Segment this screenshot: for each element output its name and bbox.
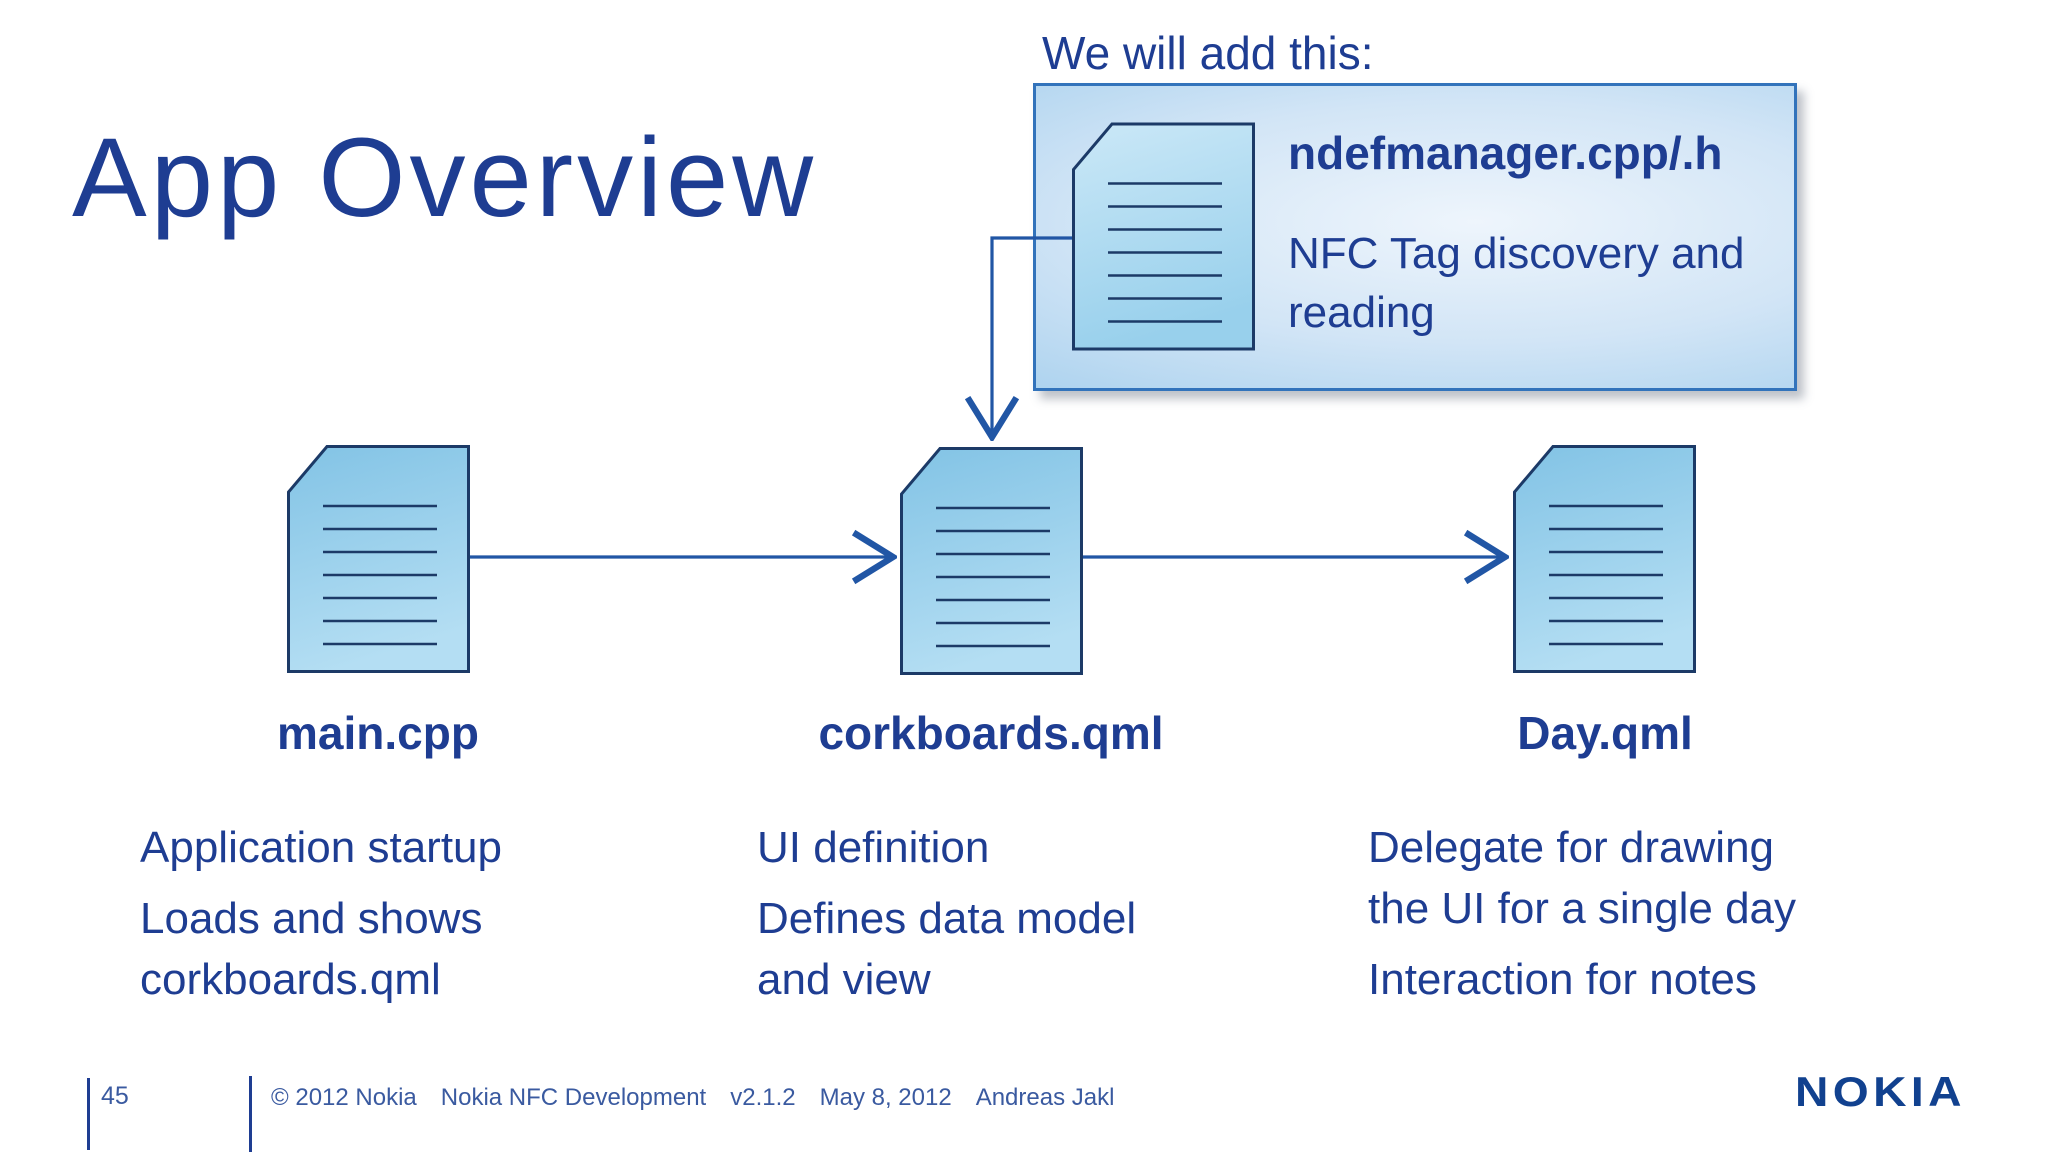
document-icon-ndefmanager — [1072, 122, 1255, 351]
file-label-corkboards: corkboards.qml — [818, 707, 1164, 759]
note-text: Delegate for drawing the UI for a single… — [1368, 823, 1797, 933]
note-text: Defines data model and view — [757, 894, 1137, 1004]
footer-meta-segment: Nokia NFC Development — [440, 1084, 707, 1111]
notes-day: Delegate for drawing the UI for a single… — [1368, 817, 1888, 1010]
callout-file-name: ndefmanager.cpp/.h — [1288, 127, 1723, 179]
callout-label: We will add this: — [1042, 27, 1374, 79]
page-title: App Overview — [72, 115, 818, 241]
note-text: UI definition — [757, 823, 990, 872]
nokia-logo: NOKIA — [1795, 1068, 1966, 1115]
document-icon-corkboards — [900, 447, 1083, 675]
note-text: Application startup — [140, 823, 502, 872]
document-icon-main — [287, 445, 470, 673]
footer-meta-segment: May 8, 2012 — [819, 1084, 952, 1111]
page-number: 45 — [101, 1082, 129, 1110]
note-text: Interaction for notes — [1368, 955, 1757, 1004]
footer-meta-segment: v2.1.2 — [730, 1084, 796, 1111]
callout-description: NFC Tag discovery and reading — [1288, 229, 1745, 337]
footer-meta-segment: Andreas Jakl — [975, 1084, 1115, 1111]
file-label-day: Day.qml — [1517, 707, 1693, 759]
document-icon-day — [1513, 445, 1696, 673]
notes-main: Application startup Loads and shows cork… — [140, 817, 620, 1010]
footer-divider-meta — [249, 1076, 252, 1152]
note-text: Loads and shows corkboards.qml — [140, 894, 483, 1004]
footer-meta: © 2012 Nokia Nokia NFC Development v2.1.2 M… — [271, 1084, 1138, 1112]
footer-meta-segment: © 2012 Nokia — [271, 1084, 417, 1111]
notes-corkboards: UI definition Defines data model and vie… — [757, 817, 1217, 1010]
footer-divider-left — [87, 1078, 90, 1150]
file-label-main: main.cpp — [277, 707, 479, 759]
